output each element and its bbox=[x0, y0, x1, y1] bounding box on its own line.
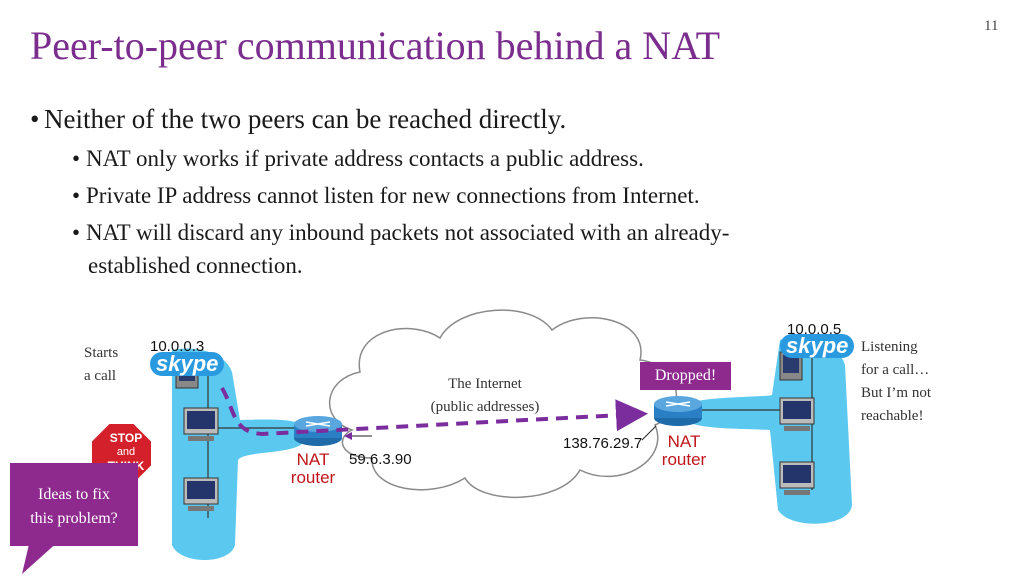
ideas-callout: Ideas to fix this problem? bbox=[10, 463, 138, 546]
computer-icon bbox=[183, 477, 219, 511]
callout-tail bbox=[22, 540, 60, 574]
right-note-line-2: for a call… bbox=[861, 362, 930, 378]
left-note-line-2: a call bbox=[84, 368, 117, 384]
internet-label: The Internet (public addresses) bbox=[410, 373, 560, 419]
computer-icon bbox=[183, 407, 219, 441]
right-nat-label: NAT router bbox=[655, 433, 713, 469]
bullet-main: •Neither of the two peers can be reached… bbox=[30, 104, 566, 135]
bullet-sub-2-text: Private IP address cannot listen for new… bbox=[86, 183, 700, 208]
slide-title: Peer-to-peer communication behind a NAT bbox=[30, 23, 721, 68]
left-nat-label: NAT router bbox=[285, 451, 341, 487]
call-arrow bbox=[220, 386, 648, 437]
left-note-line-1: Starts bbox=[84, 345, 119, 361]
stop-line-2: and bbox=[116, 446, 136, 458]
bullet-sub-3: •NAT will discard any inbound packets no… bbox=[72, 220, 729, 246]
bullet-sub-2: •Private IP address cannot listen for ne… bbox=[72, 183, 700, 209]
dropped-badge: Dropped! bbox=[640, 362, 731, 390]
bullet-sub-3-continuation: established connection. bbox=[88, 253, 303, 278]
right-computers bbox=[779, 351, 815, 495]
internet-label-line-1: The Internet bbox=[448, 376, 522, 392]
right-note-line-1: Listening bbox=[861, 339, 918, 355]
right-router-icon bbox=[654, 396, 702, 426]
left-nat-line-1: NAT bbox=[296, 450, 330, 469]
right-peer-note: Listening for a call… But I’m not reacha… bbox=[861, 336, 931, 428]
right-nat-public-ip: 138.76.29.7 bbox=[563, 435, 643, 452]
right-note-line-3: But I’m not bbox=[861, 385, 931, 401]
callout-line-2: this problem? bbox=[30, 510, 118, 527]
bullet-dot: • bbox=[72, 146, 81, 171]
bullet-dot: • bbox=[30, 104, 40, 134]
right-peer-ip: 10.0.0.5 bbox=[787, 321, 842, 338]
right-nat-line-1: NAT bbox=[667, 432, 701, 451]
left-nat-line-2: router bbox=[290, 468, 336, 487]
computer-icon bbox=[779, 461, 815, 495]
stop-line-1: STOP bbox=[109, 431, 143, 445]
left-peer-ip: 10.0.0.3 bbox=[150, 338, 205, 355]
bullet-sub-1: •NAT only works if private address conta… bbox=[72, 146, 644, 172]
slide-number: 11 bbox=[984, 18, 999, 34]
bullet-dot: • bbox=[72, 220, 81, 245]
callout-line-1: Ideas to fix bbox=[38, 486, 110, 503]
computer-icon bbox=[779, 351, 803, 381]
left-peer-note: Starts a call bbox=[84, 342, 118, 388]
bullet-sub-3-text: NAT will discard any inbound packets not… bbox=[86, 220, 730, 245]
left-nat-public-ip: 59.6.3.90 bbox=[349, 451, 412, 468]
left-router-icon bbox=[294, 416, 342, 446]
internet-label-line-2: (public addresses) bbox=[430, 399, 540, 415]
right-router-pointer bbox=[641, 425, 657, 441]
bullet-main-text: Neither of the two peers can be reached … bbox=[44, 104, 567, 134]
skype-logo-left: skype bbox=[150, 352, 225, 376]
computer-icon bbox=[779, 397, 815, 431]
bullet-sub-1-text: NAT only works if private address contac… bbox=[86, 146, 644, 171]
right-note-line-4: reachable! bbox=[861, 408, 924, 424]
skype-logo-right: skype bbox=[780, 334, 855, 358]
bullet-dot: • bbox=[72, 183, 81, 208]
right-nat-line-2: router bbox=[661, 450, 707, 469]
